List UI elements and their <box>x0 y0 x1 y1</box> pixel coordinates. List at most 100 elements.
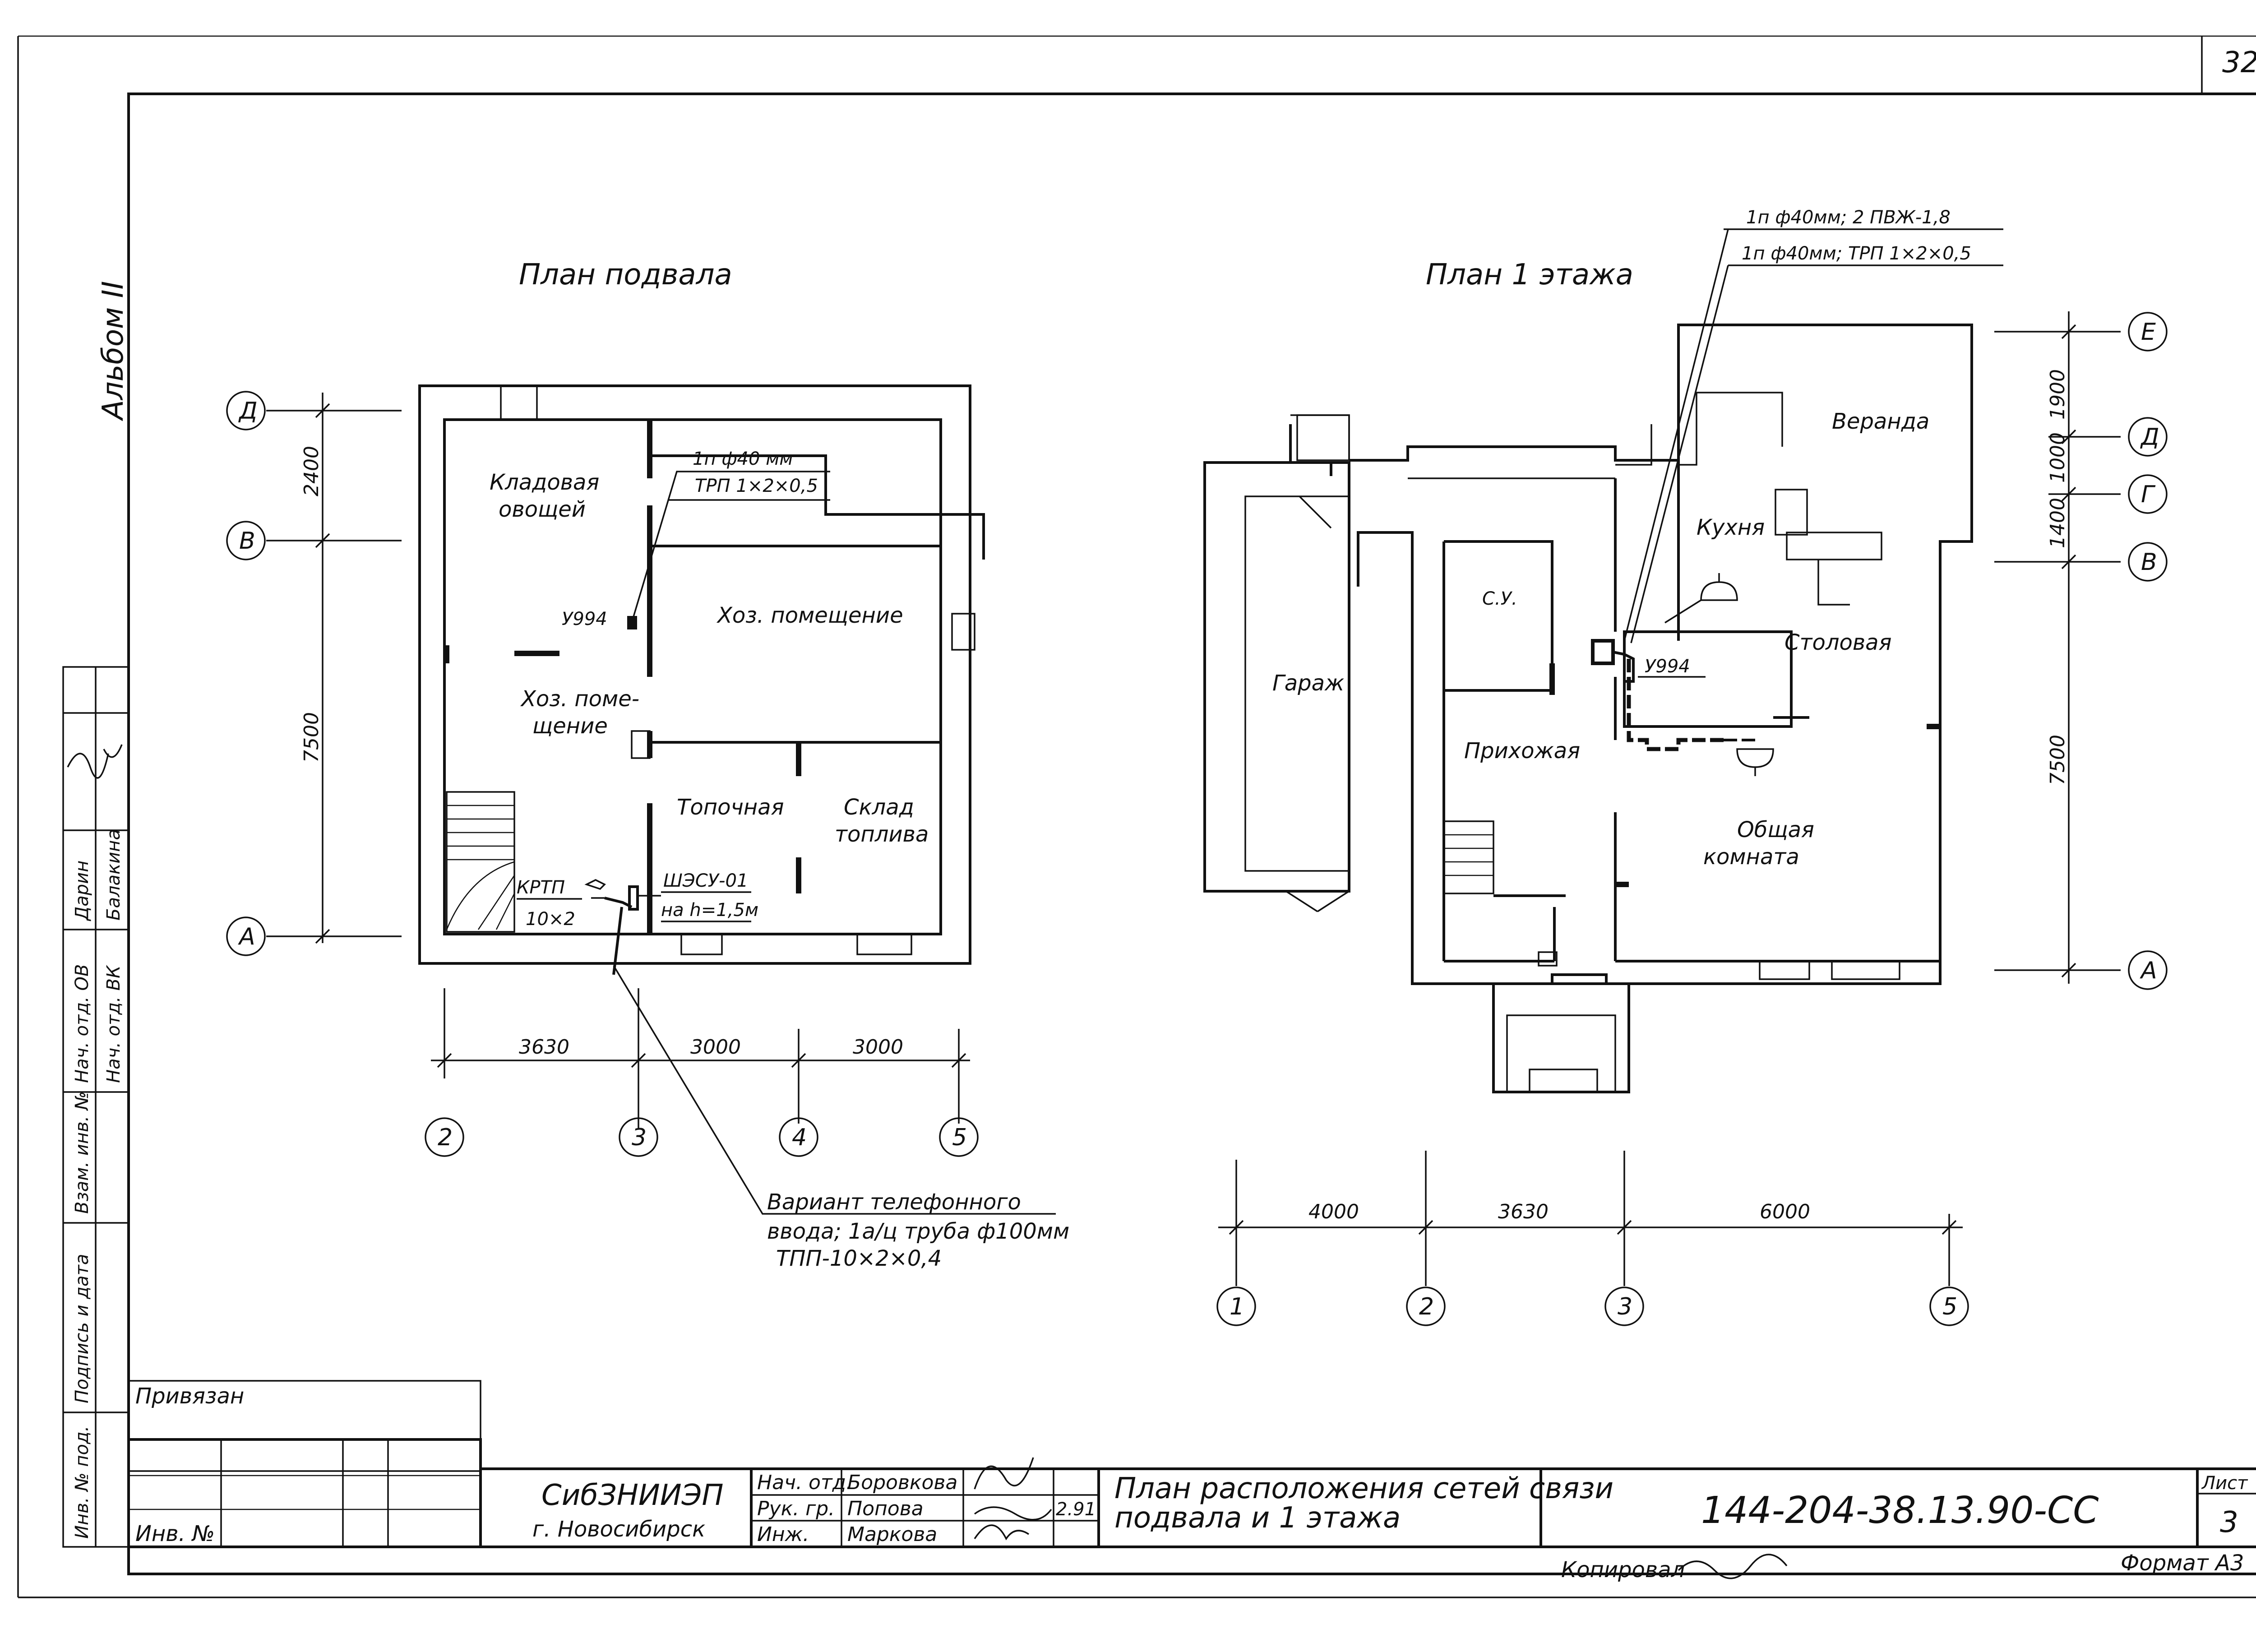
floor1-dim-v-3: 7500 <box>2046 735 2069 785</box>
stamp-date: 2.91 <box>1056 1499 1096 1520</box>
org-city: г. Новосибирск <box>532 1517 705 1542</box>
floor1-box-label: У994 <box>1645 656 1690 677</box>
room-wc: С.У. <box>1482 588 1517 609</box>
floor1-axis-D-label: Д <box>2140 424 2159 451</box>
floor1-dim-v-0: 1900 <box>2046 369 2069 420</box>
floor1-stairs <box>1443 820 1566 967</box>
room-dining: Столовая <box>1784 630 1891 655</box>
basement-axis-2-label: 2 <box>438 1124 453 1151</box>
floor1-axis-3-label: 3 <box>1618 1293 1632 1320</box>
basement-axis-5-label: 5 <box>952 1124 967 1151</box>
role-engineer: Инж. <box>757 1523 809 1546</box>
basement-dim-v-0: 2400 <box>300 446 323 496</box>
room-hall: Прихожая <box>1464 738 1580 764</box>
drawing-title-l1: План расположения сетей связи <box>1114 1472 1613 1505</box>
floor1-axis-V-label: В <box>2141 549 2157 576</box>
room-common-l1: Общая <box>1737 817 1814 842</box>
floor1-axis-G <box>2128 474 2168 514</box>
side-name2: Балакина <box>103 829 124 921</box>
copied-label: Копировал <box>1561 1557 1685 1583</box>
floor1-axis-A-label: А <box>2140 957 2157 984</box>
basement-box-label: У994 <box>562 609 607 629</box>
format-label: Формат А3 <box>2121 1550 2244 1576</box>
shesu-label-l2: на h=1,5м <box>661 900 758 921</box>
basement-cable-note-l2: ТРП 1×2×0,5 <box>695 476 818 496</box>
basement-dim-h-0: 3630 <box>519 1036 569 1059</box>
floor1-dim-h-1: 3630 <box>1498 1200 1549 1223</box>
krtp-symbol <box>584 879 606 899</box>
variant-note-l3: ТПП-10×2×0,4 <box>776 1246 942 1271</box>
floor1-axis-5 <box>1929 1286 1969 1326</box>
floor1-axis-1-label: 1 <box>1230 1293 1244 1320</box>
floor1-axis-A <box>2128 950 2168 990</box>
room-fuel-l2: топлива <box>835 822 929 847</box>
name-head: Боровкова <box>847 1471 957 1494</box>
variant-note-l1: Вариант телефонного <box>767 1189 1021 1215</box>
garage-inner <box>1244 495 1350 872</box>
copied-signature <box>1678 1554 1788 1579</box>
room-storage-l2: овощей <box>499 497 586 522</box>
side-signature <box>67 744 123 779</box>
floor1-dim-v-1: 1000 <box>2046 432 2069 483</box>
room-utility-right: Хоз. помещение <box>716 603 903 628</box>
org-name: СибЗНИИЭП <box>541 1479 723 1512</box>
room-utility-left-l2: щение <box>532 713 608 739</box>
sheet-number-top: 32 <box>2222 46 2256 79</box>
floor1-axis-5-label: 5 <box>1942 1293 1957 1320</box>
shesu-symbol <box>628 885 639 911</box>
side-head2: Нач. отд. ВК <box>103 965 124 1083</box>
name-engineer: Маркова <box>847 1523 937 1546</box>
floor1-axis-E <box>2128 312 2168 352</box>
side-col-inv: Инв. № под. <box>72 1426 92 1539</box>
room-fuel-l1: Склад <box>844 795 914 820</box>
title-block: Привязан Инв. № СибЗНИИЭП г. Новосибирск… <box>127 1380 2256 1583</box>
floor1-title: План 1 этажа <box>1426 258 1633 292</box>
floor1-axis-G-label: Г <box>2141 481 2156 508</box>
basement-title: План подвала <box>519 258 732 292</box>
floor1-axis-D <box>2128 417 2168 457</box>
room-kitchen: Кухня <box>1697 515 1765 540</box>
basement-dim-h-2: 3000 <box>853 1036 903 1059</box>
krtp-label-l2: 10×2 <box>526 909 575 930</box>
basement-axis-4-label: 4 <box>792 1124 807 1151</box>
room-garage: Гараж <box>1272 671 1344 696</box>
dining-outlet-bottom <box>1736 748 1774 776</box>
basement-dim-v-1: 7500 <box>300 712 323 763</box>
signatures <box>974 1457 1052 1541</box>
basement-dim-h-1: 3000 <box>690 1036 741 1059</box>
side-stamp: Нач. отд. ОВ Нач. отд. ВК Дарин Балакина… <box>62 666 129 1548</box>
basement-plan: План подвала Кл <box>226 258 1069 1271</box>
floor1-axis-2-label: 2 <box>1419 1293 1434 1320</box>
phone-input-line <box>612 907 623 975</box>
dining-outlet-top <box>1700 573 1738 601</box>
basement-axis-V <box>226 521 266 560</box>
basement-axis-A <box>226 916 266 956</box>
floor1-axis-1 <box>1216 1286 1256 1326</box>
basement-axis-2 <box>425 1117 464 1157</box>
role-head: Нач. отд. <box>757 1471 852 1494</box>
basement-axis-3-label: 3 <box>632 1124 647 1151</box>
drawing-title-l2: подвала и 1 этажа <box>1114 1501 1401 1535</box>
basement-axis-D-label: Д <box>238 398 258 425</box>
variant-note-l2: ввода; 1а/ц труба ф100мм <box>767 1219 1069 1244</box>
room-common-l2: комната <box>1703 844 1799 870</box>
floor1-axis-E-label: Е <box>2141 319 2156 346</box>
basement-axis-A-label: А <box>238 923 255 950</box>
sheet-number: 3 <box>2220 1506 2238 1539</box>
shesu-label-l1: ШЭСУ-01 <box>663 870 748 891</box>
side-head1: Нач. отд. ОВ <box>72 964 92 1083</box>
basement-box-u994 <box>627 616 637 629</box>
drawing-code: 144-204-38.13.90-СС <box>1701 1489 2099 1532</box>
room-veranda: Веранда <box>1832 409 1929 434</box>
sheet-number-box <box>2201 36 2256 95</box>
floor1-axis-2 <box>1406 1286 1446 1326</box>
inner-frame <box>127 93 2256 1575</box>
basement-outer-wall <box>418 384 971 965</box>
privyazan-label: Привязан <box>135 1384 244 1409</box>
floor1-dim-v-2: 1400 <box>2046 498 2069 548</box>
floor1-note-l2: 1п ф40мм; ТРП 1×2×0,5 <box>1742 243 1971 264</box>
floor1-note-l1: 1п ф40мм; 2 ПВЖ-1,8 <box>1746 207 1951 228</box>
floor1-dim-h-2: 6000 <box>1760 1200 1810 1223</box>
floor1-axis-3 <box>1604 1286 1644 1326</box>
